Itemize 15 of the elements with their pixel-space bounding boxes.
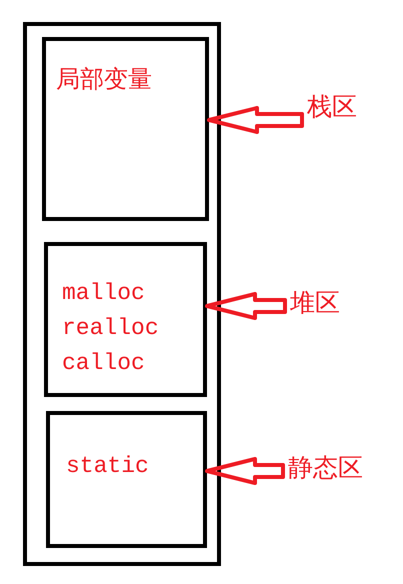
region-label: 栈区 xyxy=(307,92,367,122)
function-name: malloc xyxy=(62,279,146,308)
hollow-arrow xyxy=(205,292,287,320)
variable-label: 局部变量 xyxy=(56,65,152,93)
region-label: 堆区 xyxy=(290,288,350,318)
memory-region-box xyxy=(46,411,207,548)
memory-layout-box xyxy=(23,22,221,566)
function-name: static xyxy=(66,452,149,481)
hollow-arrow xyxy=(207,106,304,134)
memory-region-box xyxy=(44,242,207,397)
region-label: 静态区 xyxy=(288,453,376,483)
hollow-arrow xyxy=(205,457,285,485)
function-name: calloc xyxy=(62,349,146,378)
memory-region-box xyxy=(42,37,209,221)
function-name: realloc xyxy=(62,314,159,343)
